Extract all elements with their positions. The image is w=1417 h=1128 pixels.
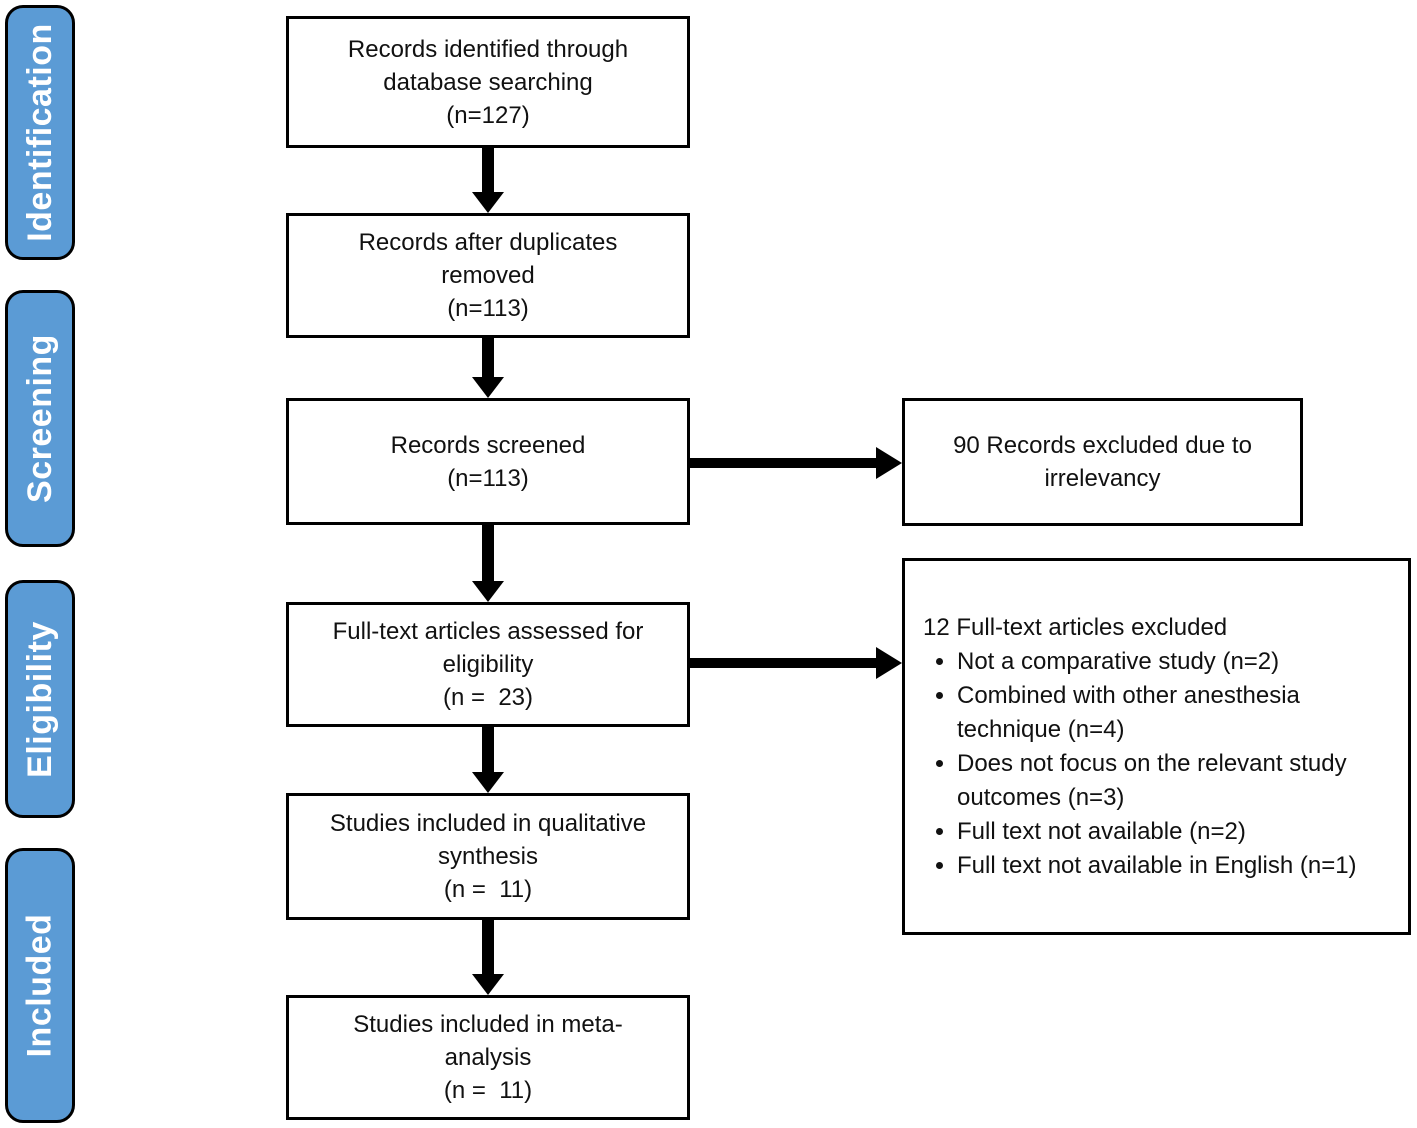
box-meta-analysis-text: Studies included in meta- analysis (n = … — [353, 1011, 623, 1104]
box-records-excluded: 90 Records excluded due to irrelevancy — [902, 398, 1303, 526]
arrow-shaft — [482, 727, 494, 772]
box-records-screened: Records screened (n=113) — [286, 398, 690, 525]
box-records-identified: Records identified through database sear… — [286, 16, 690, 148]
box-duplicates-removed: Records after duplicates removed (n=113) — [286, 213, 690, 338]
exclusion-reason-item: Not a comparative study (n=2) — [957, 645, 1392, 679]
fulltext-excluded-list: Not a comparative study (n=2) Combined w… — [923, 645, 1392, 883]
stage-eligibility: Eligibility — [5, 580, 75, 818]
stage-screening: Screening — [5, 290, 75, 547]
arrow-head-down-icon — [472, 377, 504, 398]
arrow-fulltext-to-qualitative-icon — [466, 727, 510, 793]
box-fulltext-excluded: 12 Full-text articles excluded Not a com… — [902, 558, 1411, 935]
arrow-screened-to-excluded-icon — [690, 446, 902, 480]
arrow-head-right-icon — [876, 647, 902, 679]
arrow-head-down-icon — [472, 772, 504, 793]
arrow-fulltext-to-excluded-icon — [690, 646, 902, 680]
exclusion-reason-item: Full text not available in English (n=1) — [957, 849, 1392, 883]
box-qualitative-synthesis: Studies included in qualitative synthesi… — [286, 793, 690, 920]
arrow-shaft — [482, 338, 494, 377]
arrow-shaft — [482, 525, 494, 581]
stage-identification: Identification — [5, 5, 75, 260]
box-qualitative-synthesis-text: Studies included in qualitative synthesi… — [329, 810, 647, 903]
box-records-excluded-text: 90 Records excluded due to irrelevancy — [953, 432, 1252, 492]
box-meta-analysis: Studies included in meta- analysis (n = … — [286, 995, 690, 1120]
arrow-head-right-icon — [876, 447, 902, 479]
arrow-shaft — [690, 458, 876, 468]
exclusion-reason-item: Full text not available (n=2) — [957, 815, 1392, 849]
box-records-identified-text: Records identified through database sear… — [347, 35, 629, 129]
fulltext-excluded-heading: 12 Full-text articles excluded — [923, 613, 1228, 641]
arrow-identified-to-duplicates-icon — [466, 148, 510, 213]
arrow-head-down-icon — [472, 581, 504, 602]
stage-eligibility-label: Eligibility — [20, 620, 59, 778]
box-records-screened-text: Records screened (n=113) — [390, 431, 586, 492]
arrow-shaft — [482, 148, 494, 192]
exclusion-reason-item: Does not focus on the relevant study out… — [957, 747, 1392, 815]
box-fulltext-assessed-text: Full-text articles assessed for eligibil… — [332, 618, 644, 711]
arrow-head-down-icon — [472, 192, 504, 213]
stage-included-label: Included — [20, 913, 59, 1058]
box-duplicates-removed-text: Records after duplicates removed (n=113) — [358, 229, 618, 322]
stage-included: Included — [5, 848, 75, 1123]
arrow-head-down-icon — [472, 974, 504, 995]
stage-identification-label: Identification — [20, 23, 59, 242]
arrow-screened-to-fulltext-icon — [466, 525, 510, 602]
box-fulltext-assessed: Full-text articles assessed for eligibil… — [286, 602, 690, 727]
exclusion-reason-item: Combined with other anesthesia technique… — [957, 679, 1392, 747]
arrow-qualitative-to-meta-icon — [466, 920, 510, 995]
arrow-shaft — [690, 658, 876, 668]
arrow-shaft — [482, 920, 494, 974]
arrow-duplicates-to-screened-icon — [466, 338, 510, 398]
stage-screening-label: Screening — [20, 334, 59, 503]
